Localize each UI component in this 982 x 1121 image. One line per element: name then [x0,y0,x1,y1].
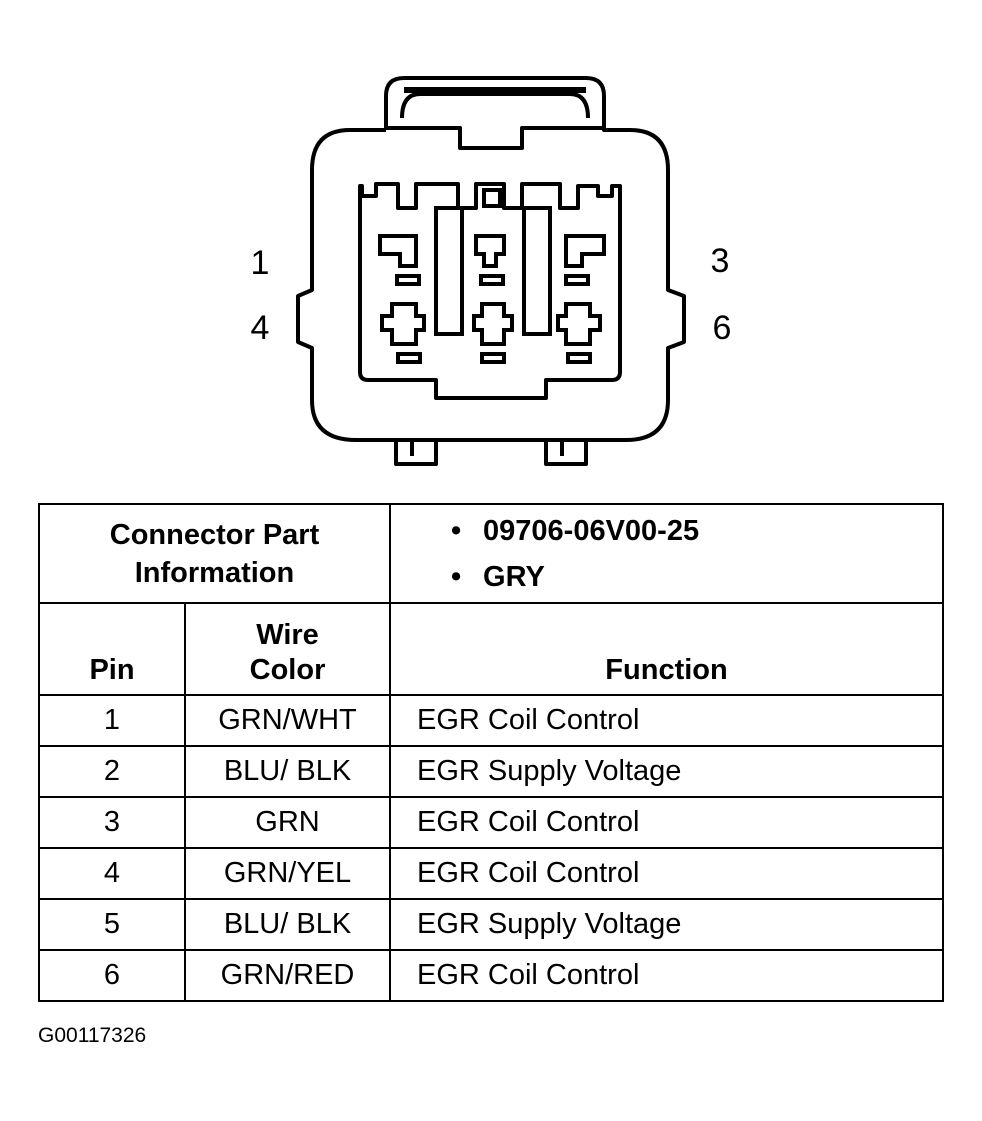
cell-wire-color: GRN/YEL [183,847,392,900]
pin-terminal-4 [380,302,426,346]
cell-wire-color: BLU/ BLK [183,745,392,798]
cell-pin: 5 [38,898,186,951]
cell-pin: 3 [38,796,186,849]
cell-function: EGR Supply Voltage [389,898,945,951]
pin-terminal-1 [378,234,418,268]
connector-color-item: • GRY [451,554,942,600]
part-info-label-line2: Information [134,556,295,589]
pin-terminal-6 [556,302,602,346]
pin-latch-5 [480,352,506,364]
cell-pin: 6 [38,949,186,1002]
header-pin: Pin [38,602,186,696]
part-info-label-line1: Connector Part [109,518,320,551]
connector-cavity [358,182,622,400]
part-number-item: • 09706-06V00-25 [451,508,942,554]
pin-label-3: 3 [710,242,730,280]
cell-function: EGR Coil Control [389,694,945,747]
locking-tab-inner [400,92,590,119]
cell-pin: 2 [38,745,186,798]
pin-terminal-2 [474,234,506,268]
part-info-values: • 09706-06V00-25 • GRY [389,503,945,604]
part-info-label: Connector Part Information [37,503,392,604]
cell-pin: 4 [38,847,186,900]
key-notch [482,188,502,208]
separator-rib [522,206,552,336]
pin-latch-3 [564,274,590,286]
bullet: • [451,515,462,547]
table-row: 6 GRN/RED EGR Coil Control [38,949,945,1002]
header-wire-color-line1: Wire [256,619,319,651]
cell-wire-color: GRN [183,796,392,849]
cell-function: EGR Coil Control [389,847,945,900]
locking-tab [384,76,606,130]
cell-function: EGR Supply Voltage [389,745,945,798]
connector-color: GRY [483,561,545,593]
cell-wire-color: GRN/RED [183,949,392,1002]
table-row: 5 BLU/ BLK EGR Supply Voltage [38,898,945,951]
pin-label-6: 6 [712,309,732,347]
part-info-row: Connector Part Information • 09706-06V00-… [37,503,945,604]
cell-wire-color: BLU/ BLK [183,898,392,951]
pin-latch-4 [396,352,422,364]
pin-label-4: 4 [250,309,270,347]
bullet: • [451,561,462,593]
cell-wire-color: GRN/WHT [183,694,392,747]
housing-foot-left [394,440,438,466]
table-row: 2 BLU/ BLK EGR Supply Voltage [38,745,945,798]
cell-pin: 1 [38,694,186,747]
table-row: 3 GRN EGR Coil Control [38,796,945,849]
connector-pinout-table: Connector Part Information • 09706-06V00-… [37,503,945,1002]
header-wire-color-line2: Color [249,654,326,686]
cell-function: EGR Coil Control [389,949,945,1002]
figure-id: G00117326 [38,1024,147,1047]
pin-label-1: 1 [250,244,270,282]
pin-latch-1 [395,274,421,286]
pin-latch-6 [566,352,592,364]
housing-foot-right [544,440,588,466]
table-row: 1 GRN/WHT EGR Coil Control [38,694,945,747]
cell-function: EGR Coil Control [389,796,945,849]
connector-housing-outer [296,126,686,442]
table-row: 4 GRN/YEL EGR Coil Control [38,847,945,900]
header-wire-color: Wire Color [183,602,392,696]
pin-terminal-5 [472,302,514,346]
pin-terminal-3 [564,234,606,268]
header-function: Function [389,602,945,696]
connector-face-diagram [296,76,686,466]
pin-latch-2 [479,274,505,286]
part-number: 09706-06V00-25 [483,515,700,547]
column-header-row: Pin Wire Color Function [38,602,945,696]
separator-rib [434,206,464,336]
